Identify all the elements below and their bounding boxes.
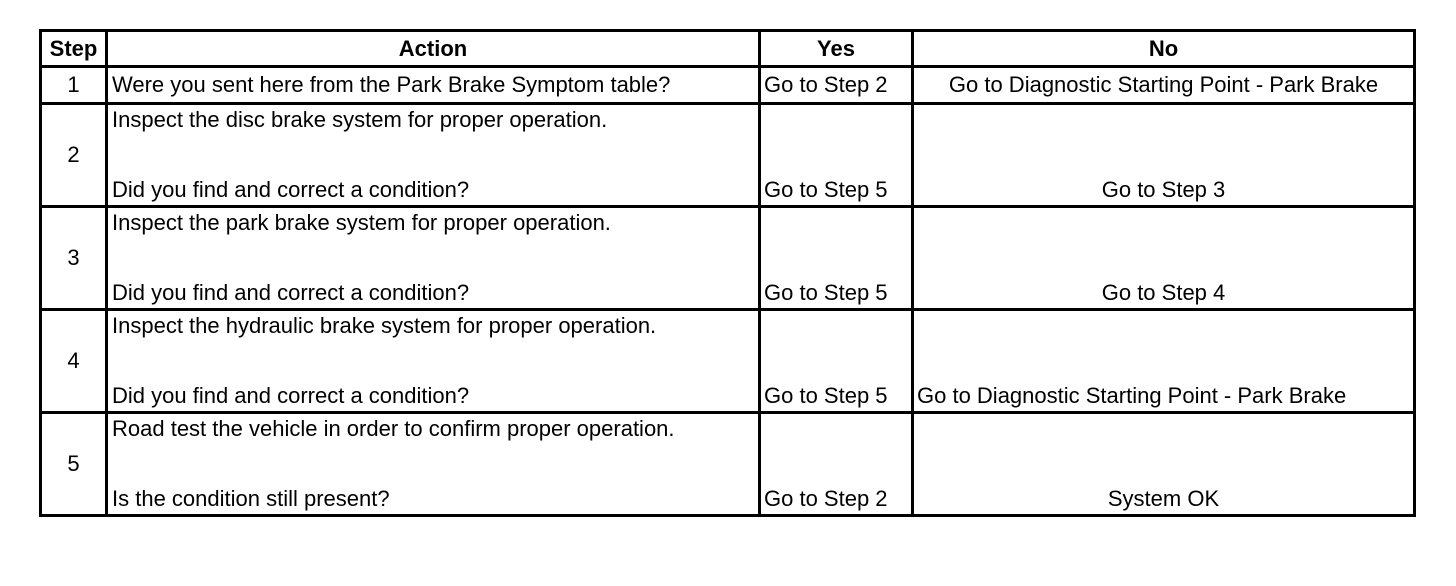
table-row: 5 Road test the vehicle in order to conf…	[39, 411, 1416, 517]
action-cell: Inspect the park brake system for proper…	[105, 205, 761, 311]
no-cell: System OK	[911, 411, 1416, 517]
header-row: Step Action Yes No	[39, 29, 1416, 68]
action-question: Is the condition still present?	[112, 486, 390, 511]
no-result: Go to Diagnostic Starting Point - Park B…	[917, 383, 1347, 408]
step-number: 5	[39, 411, 108, 517]
table-row: 3 Inspect the park brake system for prop…	[39, 205, 1416, 311]
no-result: Go to Diagnostic Starting Point - Park B…	[911, 65, 1416, 105]
no-cell: Go to Diagnostic Starting Point - Park B…	[911, 308, 1416, 414]
no-cell: Go to Step 3	[911, 102, 1416, 208]
header-yes: Yes	[758, 29, 914, 68]
yes-result: Go to Step 2	[758, 65, 914, 105]
yes-cell: Go to Step 5	[758, 205, 914, 311]
action-question: Did you find and correct a condition?	[112, 280, 470, 305]
action-instruction: Road test the vehicle in order to confir…	[112, 416, 675, 441]
action-instruction: Inspect the park brake system for proper…	[112, 210, 611, 235]
action-cell: Inspect the disc brake system for proper…	[105, 102, 761, 208]
yes-cell: Go to Step 5	[758, 102, 914, 208]
yes-result: Go to Step 5	[764, 177, 888, 202]
action-text: Were you sent here from the Park Brake S…	[105, 65, 761, 105]
action-question: Did you find and correct a condition?	[112, 177, 470, 202]
yes-result: Go to Step 5	[764, 280, 888, 305]
yes-result: Go to Step 2	[764, 486, 888, 511]
no-cell: Go to Step 4	[911, 205, 1416, 311]
action-instruction: Inspect the hydraulic brake system for p…	[112, 313, 657, 338]
header-action: Action	[105, 29, 761, 68]
no-result: Go to Step 3	[1101, 177, 1226, 202]
yes-result: Go to Step 5	[764, 383, 888, 408]
action-cell: Road test the vehicle in order to confir…	[105, 411, 761, 517]
step-number: 2	[39, 102, 108, 208]
header-no: No	[911, 29, 1416, 68]
action-question: Did you find and correct a condition?	[112, 383, 470, 408]
table-row: 1 Were you sent here from the Park Brake…	[39, 65, 1416, 105]
step-number: 1	[39, 65, 108, 105]
step-number: 3	[39, 205, 108, 311]
no-result: Go to Step 4	[1101, 280, 1226, 305]
yes-cell: Go to Step 5	[758, 308, 914, 414]
table-row: 2 Inspect the disc brake system for prop…	[39, 102, 1416, 208]
yes-cell: Go to Step 2	[758, 411, 914, 517]
no-result: System OK	[1107, 486, 1220, 511]
action-instruction: Inspect the disc brake system for proper…	[112, 107, 608, 132]
header-step: Step	[39, 29, 108, 68]
table-row: 4 Inspect the hydraulic brake system for…	[39, 308, 1416, 414]
action-cell: Inspect the hydraulic brake system for p…	[105, 308, 761, 414]
step-number: 4	[39, 308, 108, 414]
diagnostic-table: Step Action Yes No 1 Were you sent here …	[39, 29, 1416, 517]
